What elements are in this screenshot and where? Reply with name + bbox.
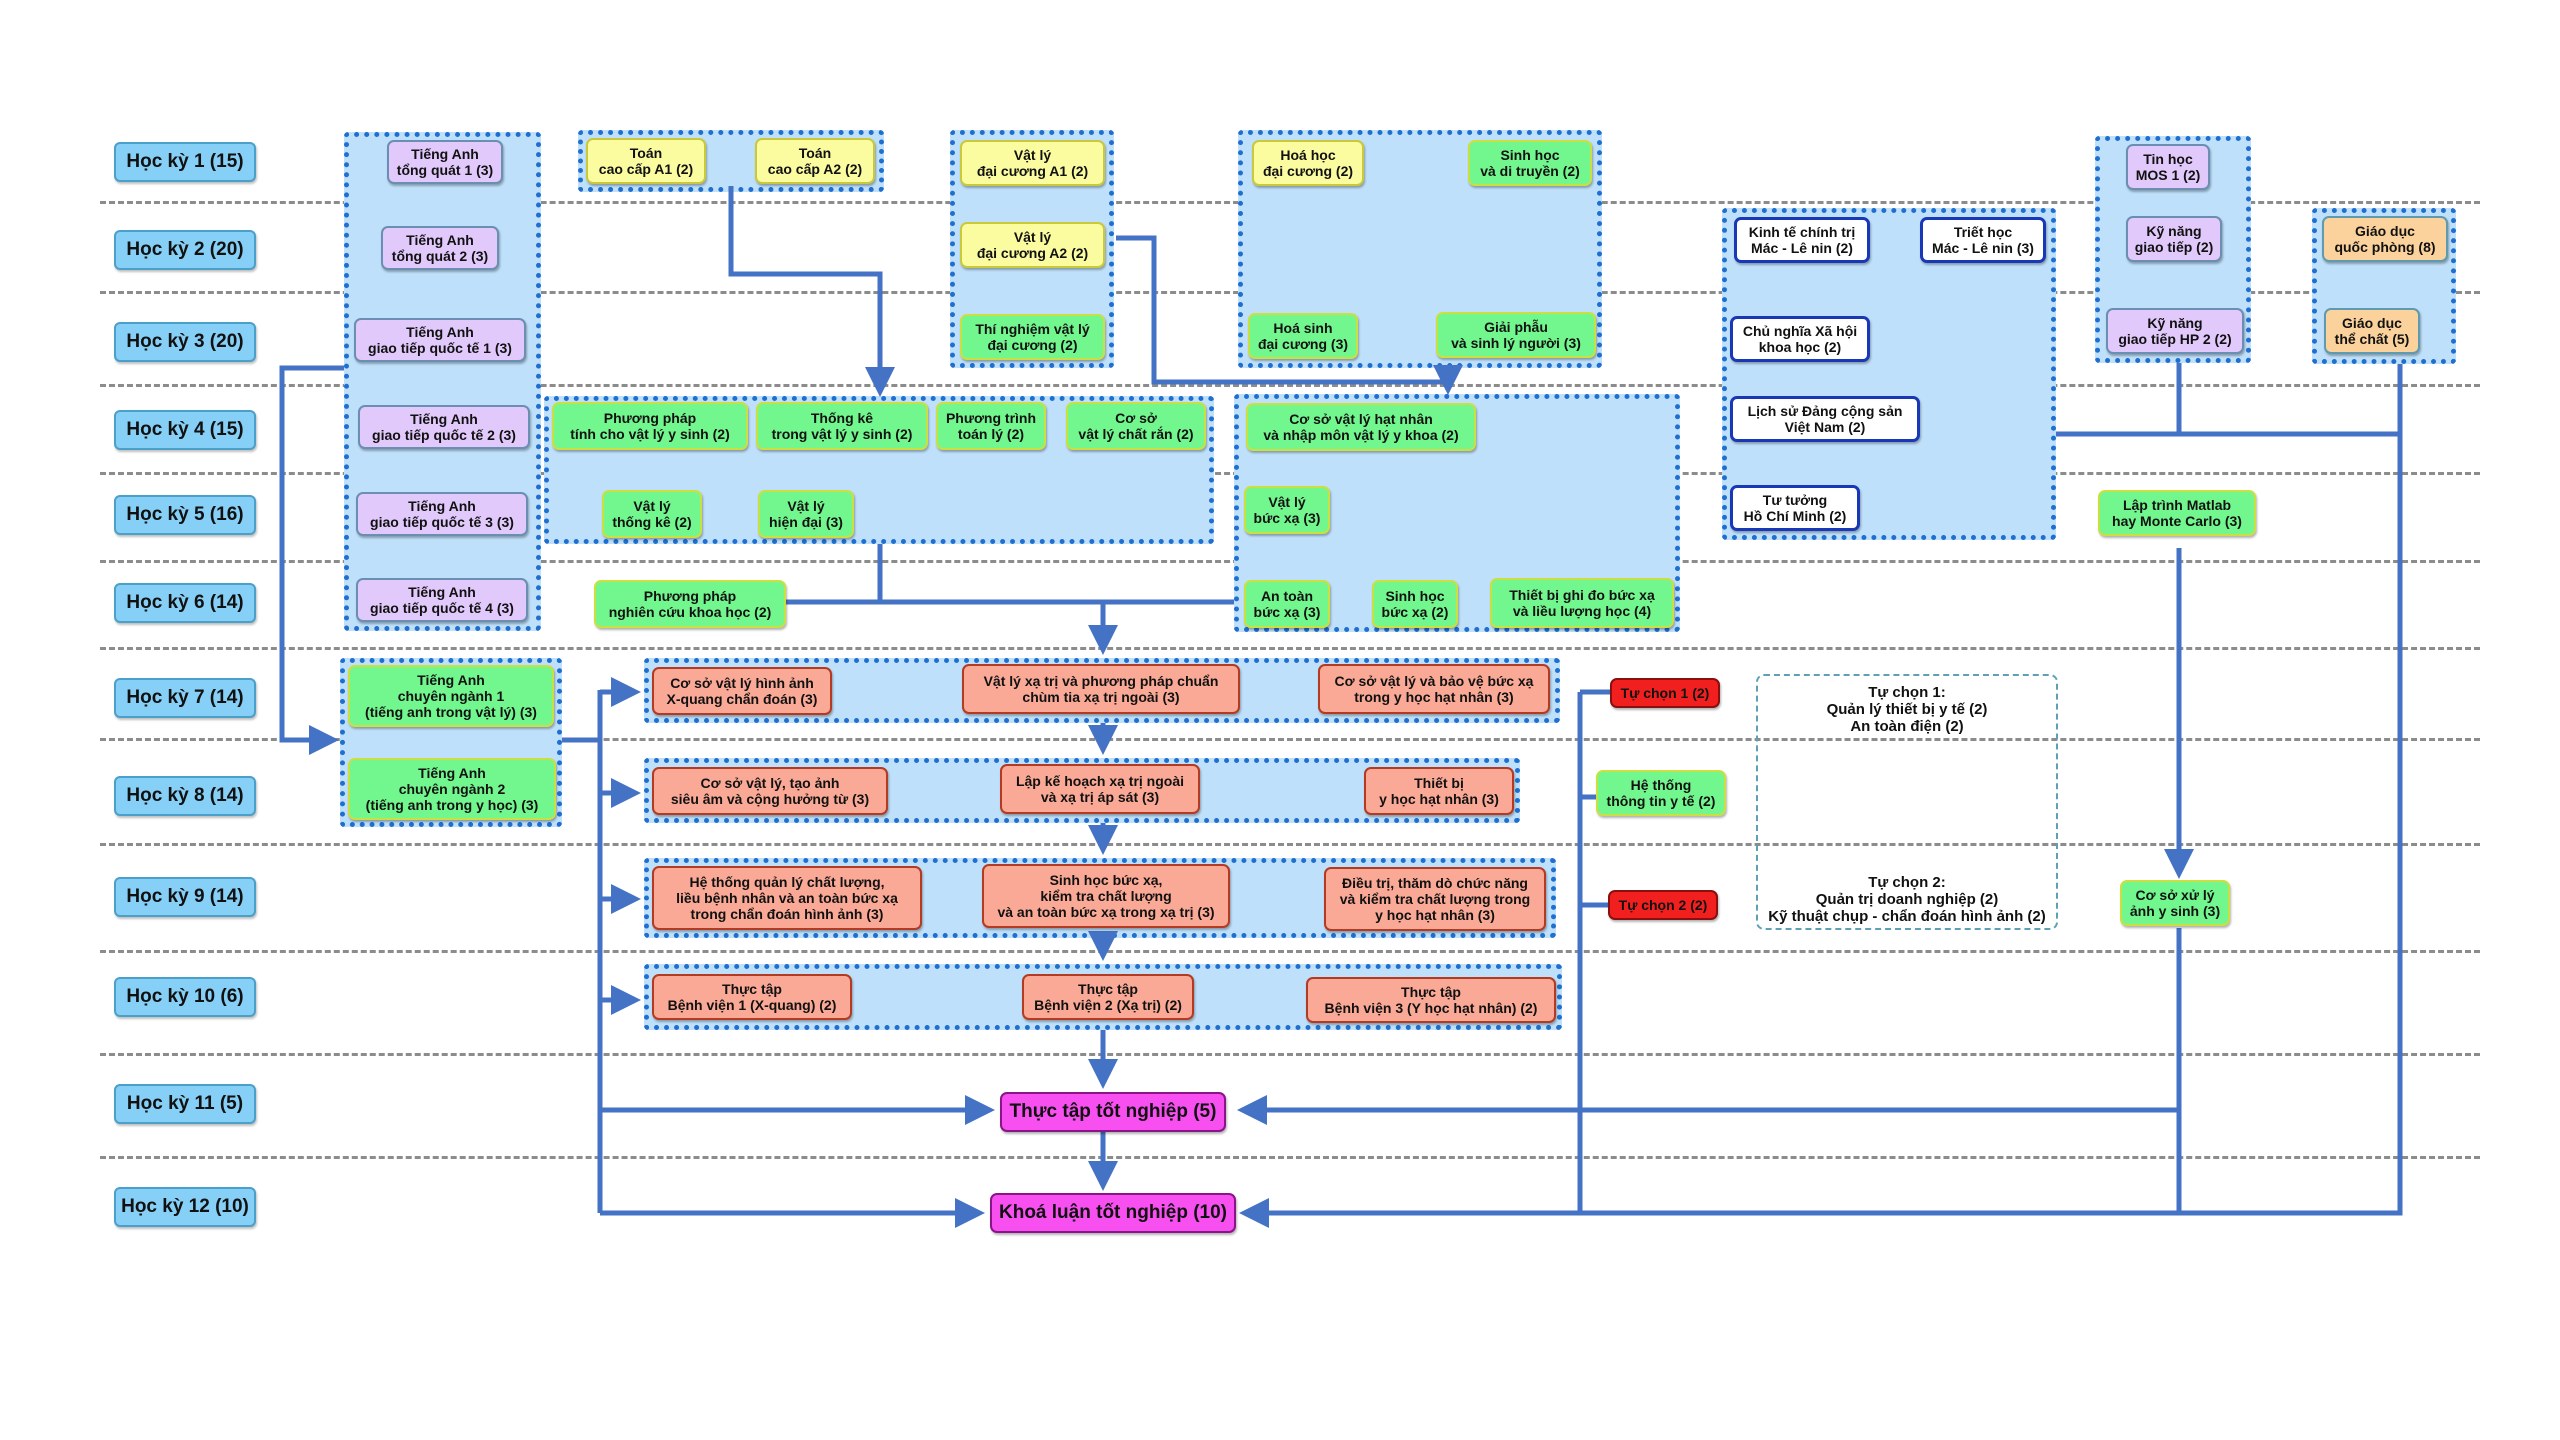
- semester-label-8: Học kỳ 8 (14): [114, 776, 256, 816]
- semester-divider: [100, 1156, 2480, 1159]
- graduation-internship-node[interactable]: Thực tập tốt nghiệp (5): [1000, 1092, 1226, 1132]
- course-node[interactable]: Thí nghiệm vật lý đại cương (2): [960, 314, 1105, 360]
- semester-label-12: Học kỳ 12 (10): [114, 1187, 256, 1227]
- semester-label-7: Học kỳ 7 (14): [114, 678, 256, 718]
- elective-group-1-text: Tự chọn 1: Quản lý thiết bị y tế (2) An …: [1826, 684, 1988, 735]
- course-node[interactable]: Giáo dục thể chất (5): [2324, 308, 2420, 354]
- course-node[interactable]: Thiết bị y học hạt nhân (3): [1364, 767, 1514, 815]
- course-node[interactable]: Thống kê trong vật lý y sinh (2): [756, 402, 928, 450]
- course-node[interactable]: Tiếng Anh chuyên ngành 2 (tiếng anh tron…: [348, 758, 556, 820]
- course-node[interactable]: Sinh học và di truyền (2): [1468, 140, 1592, 186]
- course-node[interactable]: Hệ thống thông tin y tế (2): [1596, 770, 1726, 816]
- course-node[interactable]: Cơ sở vật lý và bảo vệ bức xạ trong y họ…: [1318, 664, 1550, 714]
- semester-label-11: Học kỳ 11 (5): [114, 1084, 256, 1124]
- course-node[interactable]: Phương pháp tính cho vật lý y sinh (2): [552, 402, 748, 450]
- course-node[interactable]: Vật lý hiện đại (3): [758, 490, 854, 538]
- semester-label-5: Học kỳ 5 (16): [114, 495, 256, 535]
- course-node[interactable]: Hệ thống quản lý chất lượng, liều bệnh n…: [652, 866, 922, 930]
- course-node[interactable]: Cơ sở xử lý ảnh y sinh (3): [2120, 880, 2230, 926]
- course-node[interactable]: Giáo dục quốc phòng (8): [2322, 216, 2448, 262]
- course-node[interactable]: Chủ nghĩa Xã hội khoa học (2): [1730, 316, 1870, 362]
- semester-divider: [100, 950, 2480, 953]
- course-node[interactable]: Kỹ năng giao tiếp (2): [2126, 216, 2222, 262]
- course-node[interactable]: Điều trị, thăm dò chức năng và kiểm tra …: [1324, 867, 1546, 931]
- course-node[interactable]: Triết học Mác - Lê nin (3): [1920, 217, 2046, 263]
- semester-divider: [100, 738, 2480, 741]
- course-node[interactable]: Cơ sở vật lý hạt nhân và nhập môn vật lý…: [1246, 403, 1476, 451]
- connector-english-to-specialized: [279, 365, 344, 755]
- course-node[interactable]: Tin học MOS 1 (2): [2126, 144, 2210, 190]
- course-node[interactable]: Tiếng Anh giao tiếp quốc tế 3 (3): [356, 492, 528, 536]
- elective-group-2-text: Tự chọn 2: Quản trị doanh nghiệp (2) Kỹ …: [1768, 874, 2046, 925]
- course-node[interactable]: Hoá học đại cương (2): [1252, 140, 1364, 186]
- course-node[interactable]: Tiếng Anh giao tiếp quốc tế 2 (3): [358, 405, 530, 449]
- course-node[interactable]: Tiếng Anh tổng quát 1 (3): [387, 140, 503, 184]
- semester-label-2: Học kỳ 2 (20): [114, 230, 256, 270]
- semester-label-10: Học kỳ 10 (6): [114, 977, 256, 1017]
- semester-label-6: Học kỳ 6 (14): [114, 583, 256, 623]
- course-node[interactable]: Kỹ năng giao tiếp HP 2 (2): [2106, 308, 2244, 354]
- semester-divider: [100, 843, 2480, 846]
- course-node[interactable]: Hoá sinh đại cương (3): [1248, 313, 1358, 359]
- course-node[interactable]: Tiếng Anh chuyên ngành 1 (tiếng anh tron…: [348, 665, 554, 727]
- connector-math-to-sem4: [728, 186, 895, 397]
- course-node[interactable]: Tư tưởng Hồ Chí Minh (2): [1730, 485, 1860, 531]
- course-node[interactable]: Vật lý đại cương A1 (2): [960, 140, 1105, 186]
- course-node[interactable]: Vật lý bức xạ (3): [1244, 486, 1330, 534]
- course-node[interactable]: Phương pháp nghiên cứu khoa học (2): [594, 580, 786, 628]
- course-node[interactable]: An toàn bức xạ (3): [1244, 580, 1330, 628]
- course-node[interactable]: Toán cao cấp A2 (2): [755, 138, 875, 184]
- course-node[interactable]: Thiết bị ghi đo bức xạ và liều lượng học…: [1490, 578, 1674, 628]
- course-node[interactable]: Vật lý đại cương A2 (2): [960, 222, 1105, 268]
- semester-label-4: Học kỳ 4 (15): [114, 410, 256, 450]
- course-node[interactable]: Lập trình Matlab hay Monte Carlo (3): [2098, 490, 2256, 536]
- course-node[interactable]: Kinh tế chính trị Mác - Lê nin (2): [1734, 217, 1870, 263]
- course-node[interactable]: Tiếng Anh giao tiếp quốc tế 4 (3): [356, 578, 528, 622]
- course-node[interactable]: Phương trình toán lý (2): [936, 402, 1046, 450]
- semester-divider: [100, 647, 2480, 650]
- semester-divider: [100, 1053, 2480, 1056]
- course-node[interactable]: Lập kế hoạch xạ trị ngoài và xạ trị áp s…: [1000, 764, 1200, 814]
- course-node[interactable]: Tiếng Anh giao tiếp quốc tế 1 (3): [354, 318, 526, 362]
- semester-label-3: Học kỳ 3 (20): [114, 322, 256, 362]
- course-node-elective-1[interactable]: Tự chọn 1 (2): [1610, 678, 1720, 708]
- course-node[interactable]: Toán cao cấp A1 (2): [586, 138, 706, 184]
- course-node[interactable]: Cơ sở vật lý chất rắn (2): [1066, 402, 1206, 450]
- course-node[interactable]: Thực tập Bệnh viện 2 (Xạ trị) (2): [1022, 974, 1194, 1020]
- thesis-node[interactable]: Khoá luận tốt nghiệp (10): [990, 1193, 1236, 1233]
- course-node[interactable]: Thực tập Bệnh viện 3 (Y học hạt nhân) (2…: [1306, 977, 1556, 1023]
- course-node[interactable]: Sinh học bức xạ (2): [1372, 580, 1458, 628]
- course-node[interactable]: Thực tập Bệnh viện 1 (X-quang) (2): [652, 974, 852, 1020]
- course-node[interactable]: Tiếng Anh tổng quát 2 (3): [381, 226, 499, 270]
- course-node[interactable]: Lịch sử Đảng cộng sản Việt Nam (2): [1730, 396, 1920, 442]
- semester-label-1: Học kỳ 1 (15): [114, 142, 256, 182]
- semester-label-9: Học kỳ 9 (14): [114, 877, 256, 917]
- group-general-english: [344, 132, 541, 631]
- course-node[interactable]: Cơ sở vật lý hình ảnh X-quang chẩn đoán …: [652, 667, 832, 715]
- elective-options-note: Tự chọn 1: Quản lý thiết bị y tế (2) An …: [1756, 674, 2058, 930]
- course-node[interactable]: Sinh học bức xạ, kiểm tra chất lượng và …: [982, 864, 1230, 928]
- course-node[interactable]: Giải phẫu và sinh lý người (3): [1436, 312, 1596, 358]
- course-node[interactable]: Cơ sở vật lý, tạo ảnh siêu âm và cộng hư…: [652, 767, 888, 815]
- course-node-elective-2[interactable]: Tự chọn 2 (2): [1608, 890, 1718, 920]
- course-node[interactable]: Vật lý xạ trị và phương pháp chuẩn chùm …: [962, 664, 1240, 714]
- course-node[interactable]: Vật lý thống kê (2): [602, 490, 702, 538]
